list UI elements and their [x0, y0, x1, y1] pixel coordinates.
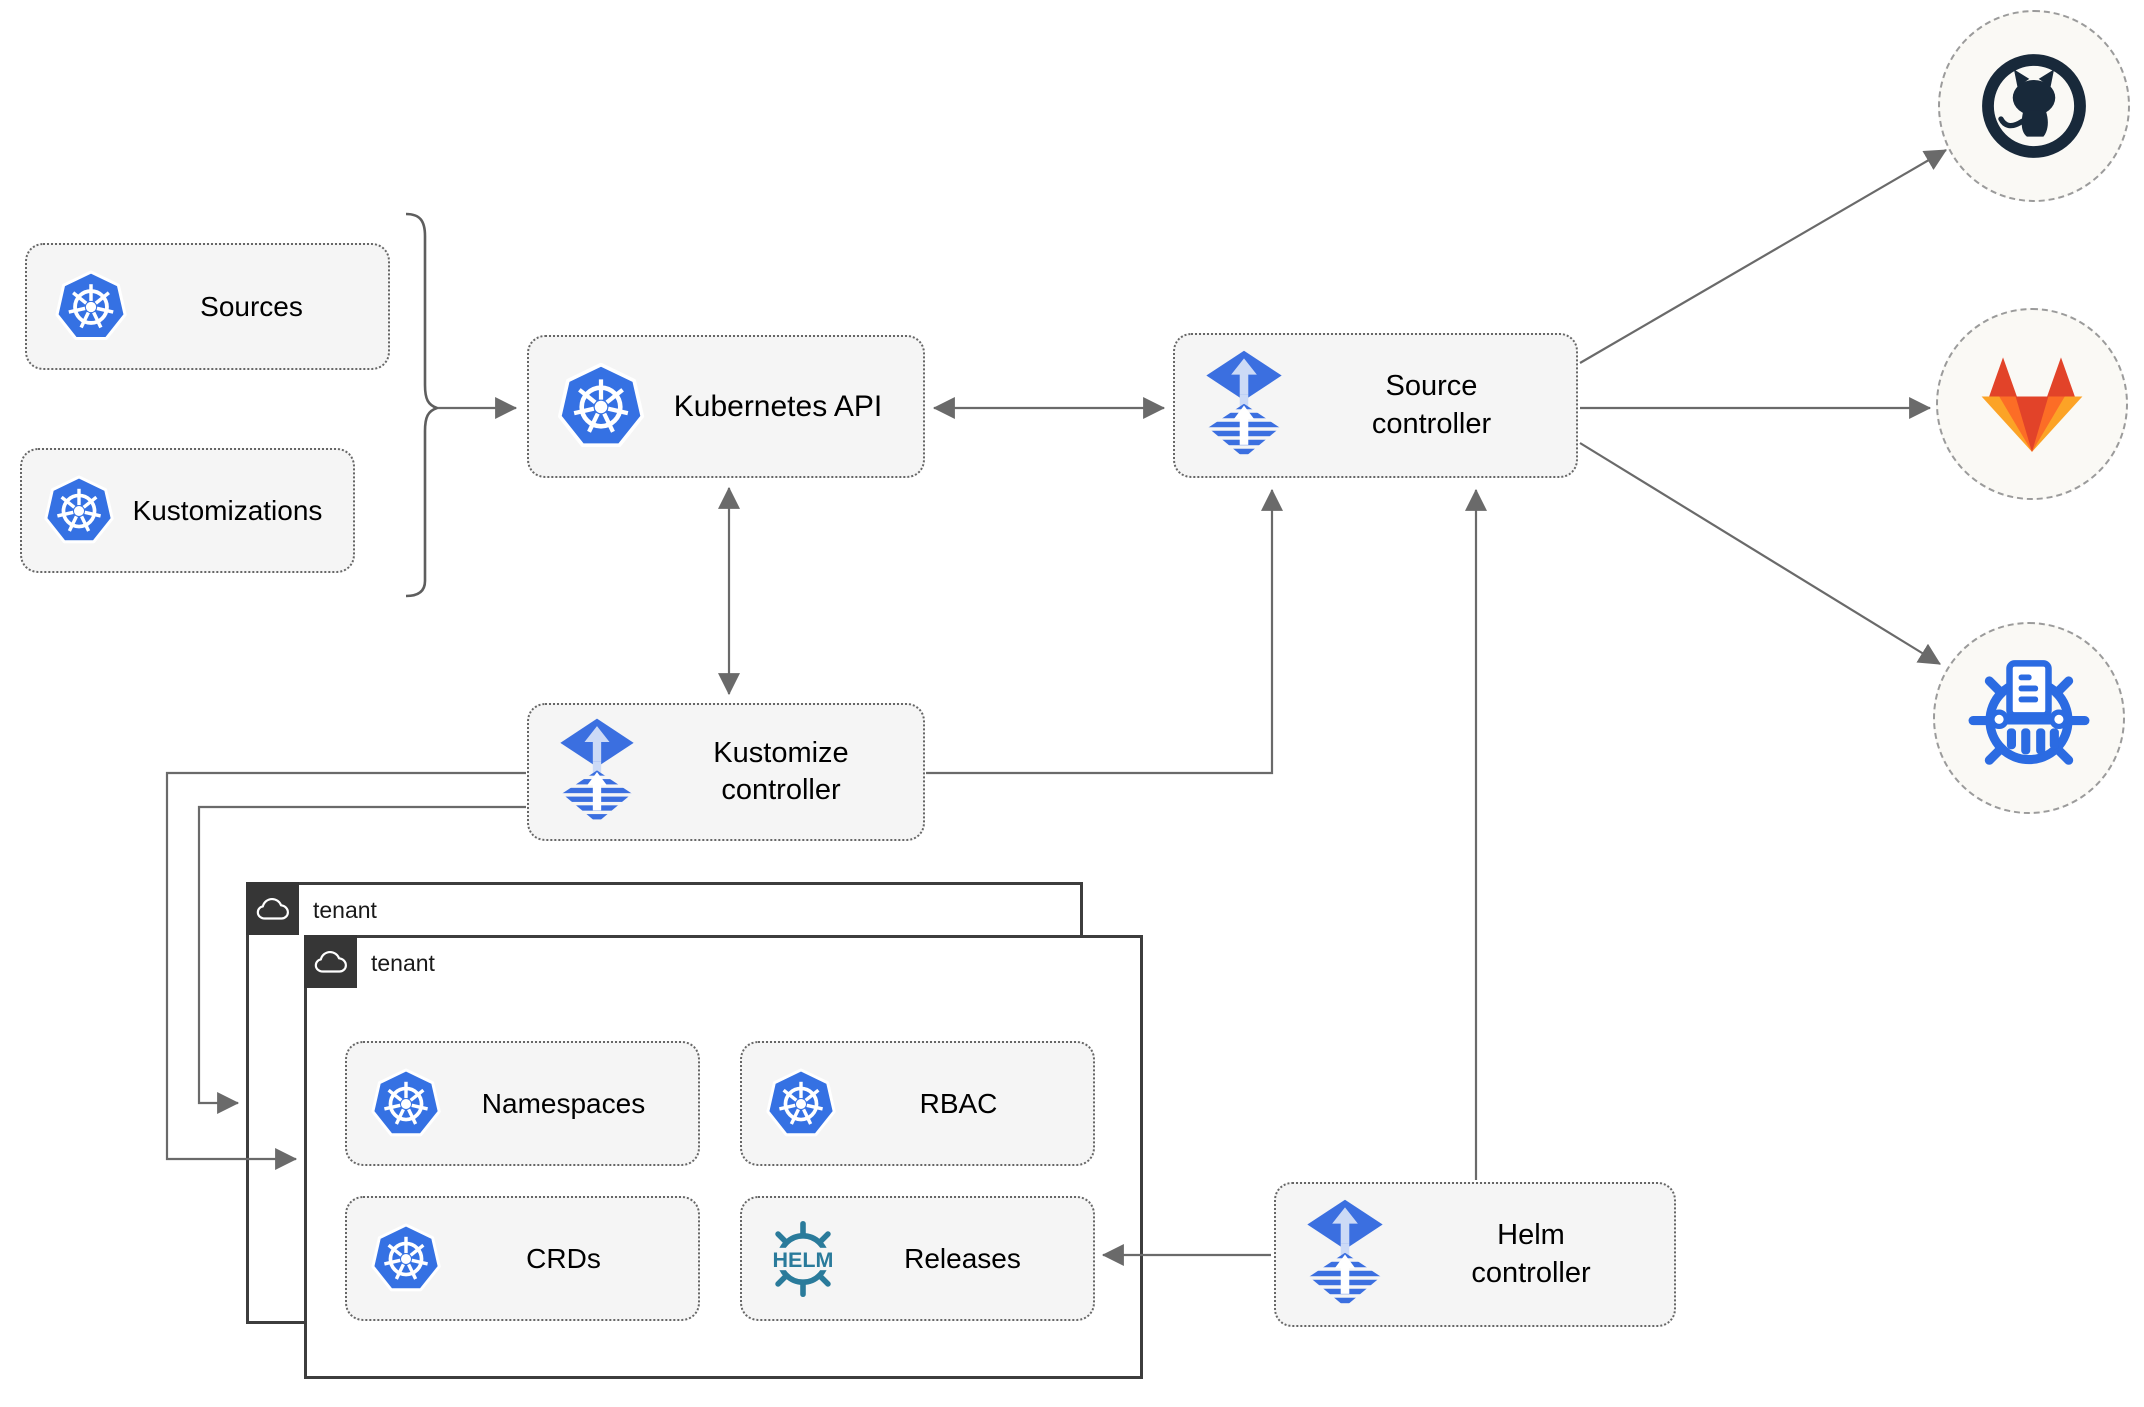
kubernetes-api-label: Kubernetes API [673, 389, 883, 423]
kustomizations-box: Kustomizations [20, 448, 355, 573]
crds-label: CRDs [526, 1242, 601, 1274]
helm-controller-box: Helm controller [1274, 1182, 1676, 1327]
kustomize-controller-box: Kustomize controller [527, 703, 925, 841]
source-controller-label: Source controller [1371, 370, 1492, 440]
rbac-box: RBAC [740, 1041, 1095, 1166]
kubernetes-api-box: Kubernetes API [527, 335, 925, 478]
cloud-icon [246, 882, 299, 935]
flux-icon [555, 717, 639, 827]
kubernetes-icon [369, 1222, 443, 1296]
gitlab-icon [1981, 357, 2083, 452]
gitlab-target [1936, 308, 2128, 500]
namespaces-label: Namespaces [481, 1087, 646, 1119]
github-icon [1982, 54, 2086, 158]
namespaces-box: Namespaces [345, 1041, 700, 1166]
github-target [1938, 10, 2130, 202]
helm-logo-text: HELM [773, 1248, 834, 1272]
flux-icon [1201, 349, 1287, 462]
releases-label: Releases [904, 1242, 1021, 1274]
kubernetes-icon [764, 1067, 838, 1141]
releases-box: HELM Releases [740, 1196, 1095, 1321]
sources-box: Sources [25, 243, 390, 370]
kustomize-controller-label: Kustomize controller [713, 736, 849, 806]
cloud-icon [304, 935, 357, 988]
chartmuseum-icon [1968, 660, 2090, 765]
kubernetes-icon [53, 269, 129, 345]
arrow-kustomize-to-source [926, 488, 1283, 775]
rbac-label: RBAC [919, 1087, 998, 1119]
arrow-source-to-chartmuseum [1579, 442, 1941, 665]
sources-label: Sources [200, 290, 303, 322]
helm-icon: HELM [760, 1216, 846, 1302]
tenant-outer-label: tenant [313, 896, 377, 923]
kustomizations-label: Kustomizations [132, 494, 323, 526]
source-controller-box: Source controller [1173, 333, 1578, 478]
kubernetes-icon [555, 361, 647, 453]
arrow-source-to-github [1579, 149, 1947, 364]
kubernetes-icon [369, 1067, 443, 1141]
kubernetes-icon [42, 474, 116, 548]
tenant-inner-label: tenant [371, 949, 435, 976]
crds-box: CRDs [345, 1196, 700, 1321]
grouping-brace [405, 212, 442, 598]
chartmuseum-target [1933, 622, 2125, 814]
helm-controller-label: Helm controller [1471, 1219, 1591, 1289]
flux-icon [1302, 1198, 1388, 1311]
